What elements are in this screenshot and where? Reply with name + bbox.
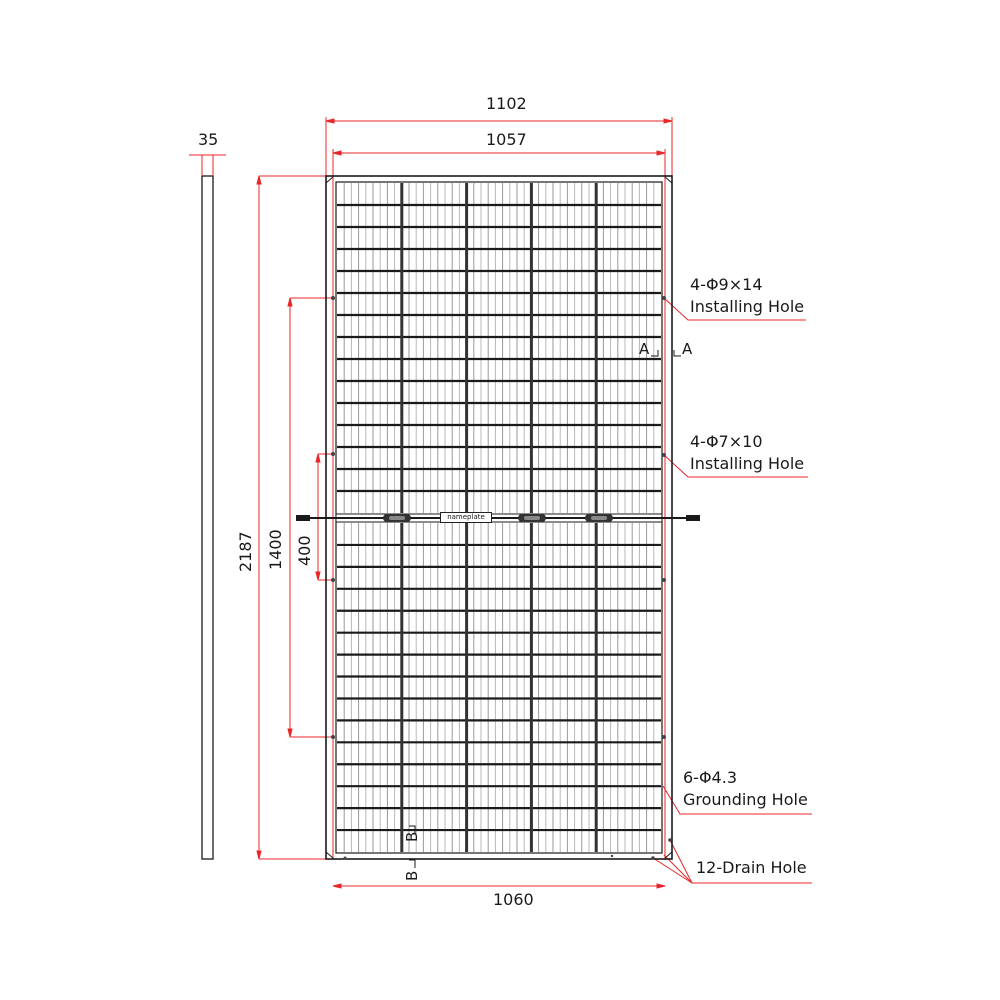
section-mark-b-top: B xyxy=(403,831,421,842)
section-mark-b-bottom: B xyxy=(403,870,421,881)
callout-drain-hole: 12-Drain Hole xyxy=(696,858,807,877)
callout-spec: 4-Φ9×14 xyxy=(690,275,763,294)
junction-strip xyxy=(296,513,700,523)
dimension-lines xyxy=(256,117,673,889)
junction-box-1 xyxy=(383,514,411,522)
section-markers xyxy=(409,350,681,868)
connector-right xyxy=(686,515,700,521)
callout-spec: 4-Φ7×10 xyxy=(690,432,763,451)
holes xyxy=(331,296,672,860)
callout-grounding-hole: 6-Φ4.3 Grounding Hole xyxy=(683,767,808,811)
dim-overall-width: 1102 xyxy=(486,94,527,113)
dim-bottom-width: 1060 xyxy=(493,890,534,909)
callout-install-hole-large: 4-Φ9×14 Installing Hole xyxy=(690,274,804,318)
dim-mounting-pitch-small: 400 xyxy=(295,535,314,566)
dim-frame-thickness: 35 xyxy=(198,130,219,149)
junction-box-2 xyxy=(518,514,546,522)
section-mark-a-right: A xyxy=(682,340,693,358)
dim-overall-length: 2187 xyxy=(236,531,255,572)
callout-name: Installing Hole xyxy=(690,297,805,316)
cell-grid xyxy=(337,183,661,852)
dim-frame-inner-width: 1057 xyxy=(486,130,527,149)
callout-spec: 6-Φ4.3 xyxy=(683,768,737,787)
dim-mounting-pitch-large: 1400 xyxy=(266,529,285,570)
nameplate-label: nameplate xyxy=(440,512,492,523)
callout-name: Installing Hole xyxy=(690,454,805,473)
callout-name: Grounding Hole xyxy=(683,790,808,809)
junction-box-3 xyxy=(585,514,613,522)
callout-install-hole-small: 4-Φ7×10 Installing Hole xyxy=(690,431,804,475)
connector-left xyxy=(296,515,310,521)
side-profile xyxy=(189,154,226,860)
section-mark-a-left: A xyxy=(639,340,650,358)
